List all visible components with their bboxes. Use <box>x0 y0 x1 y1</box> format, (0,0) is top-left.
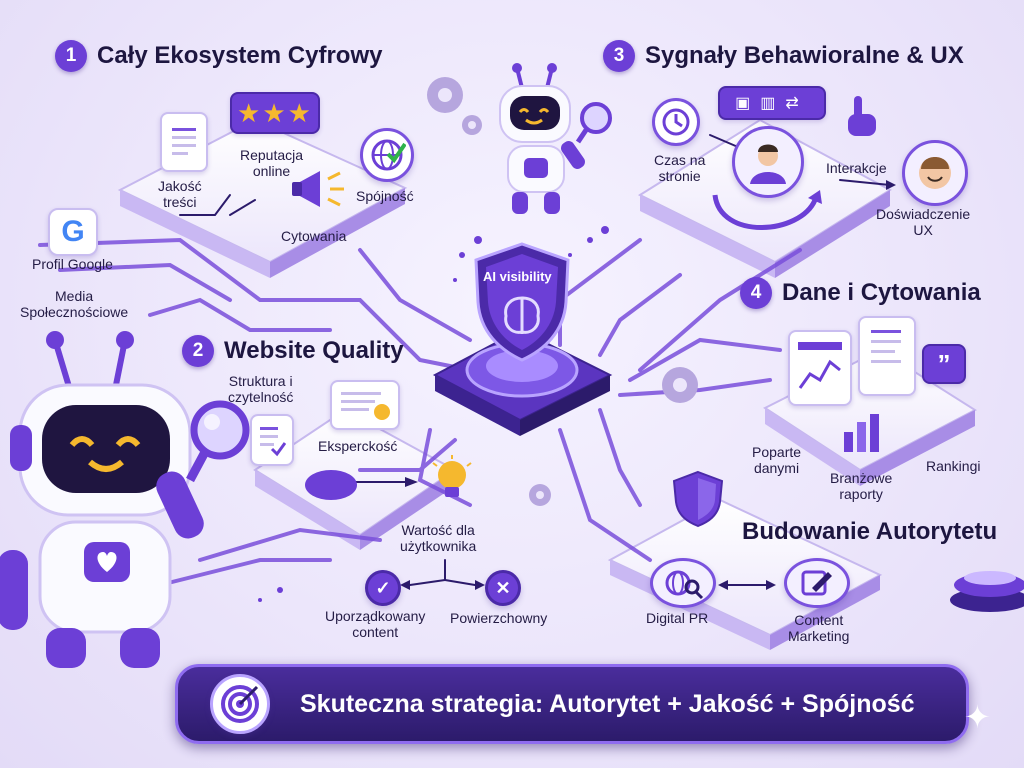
section-title-text: Budowanie Autorytetu <box>742 518 998 545</box>
hub-label: AI visibility <box>483 269 552 284</box>
section-authority-title: Budowanie Autorytetu <box>742 518 997 546</box>
ux-experience-label: Doświadczenie UX <box>876 206 971 239</box>
organized-content-label: Uporządkowany content <box>325 608 426 641</box>
section-title-text: Website Quality <box>224 337 404 364</box>
section-number-badge: 1 <box>55 40 87 72</box>
section-title-text: Cały Ekosystem Cyfrowy <box>97 42 383 69</box>
superficial-label: Powierzchowny <box>450 610 548 626</box>
robot-mascot-small <box>472 60 622 235</box>
line-chart-icon <box>788 330 852 406</box>
gear-icon <box>427 77 698 506</box>
expertise-label: Eksperckość <box>318 438 398 454</box>
pointer-hand-icon <box>842 92 882 147</box>
globe-check-icon <box>360 128 414 182</box>
checklist-icon <box>250 414 294 466</box>
section-number-badge: 4 <box>740 277 772 309</box>
megaphone-icon <box>290 165 350 218</box>
edit-icon <box>784 558 850 608</box>
toolbar-icons: ▣▥⇄ <box>718 86 826 120</box>
digital-pr-label: Digital PR <box>646 610 709 626</box>
content-quality-label: Jakość treści <box>158 178 202 211</box>
interaction-label: Interakcje <box>826 160 887 176</box>
brain-icon <box>504 296 540 334</box>
lightbulb-icon <box>430 455 474 512</box>
content-marketing-label: Content Marketing <box>788 612 850 645</box>
check-icon: ✓ <box>365 570 401 606</box>
quote-icon: ” <box>922 344 966 384</box>
social-media-label: Media Społecznościowe <box>20 288 129 321</box>
certificate-icon <box>330 380 400 430</box>
reputation-label: Reputacja online <box>240 147 304 180</box>
star-rating-icon: ★★★ <box>230 92 320 134</box>
consistency-label: Spójność <box>356 188 414 204</box>
section-behavior-title: 3 Sygnały Behawioralne & UX <box>603 40 964 72</box>
google-profile-label: Profil Google <box>32 256 113 272</box>
ai-visibility-shield <box>470 240 574 369</box>
banner-text: Skuteczna strategia: Autorytet + Jakość … <box>300 689 915 718</box>
section-title-text: Dane i Cytowania <box>782 279 981 306</box>
data-backed-label: Poparte danymi <box>752 444 802 477</box>
cross-icon: ✕ <box>485 570 521 606</box>
shield-icon <box>672 470 724 533</box>
robot-mascot-large <box>0 330 270 685</box>
section-number-badge: 2 <box>182 335 214 367</box>
section-ecosystem-title: 1 Cały Ekosystem Cyfrowy <box>55 40 382 72</box>
time-on-page-label: Czas na stronie <box>654 152 706 185</box>
user-avatar-icon <box>732 126 804 198</box>
target-icon <box>210 674 270 734</box>
citations-label: Cytowania <box>281 228 347 244</box>
section-number-badge: 3 <box>603 40 635 72</box>
rankings-label: Rankingi <box>926 458 981 474</box>
user-value-label: Wartość dla użytkownika <box>400 522 477 555</box>
google-icon: G <box>48 208 98 256</box>
sparkle-icon: ✦ <box>964 699 991 735</box>
strategy-banner: Skuteczna strategia: Autorytet + Jakość … <box>175 664 969 744</box>
globe-search-icon <box>650 558 716 608</box>
structure-label: Struktura i czytelność <box>228 373 294 406</box>
section-title-text: Sygnały Behawioralne & UX <box>645 42 964 69</box>
bar-chart-icon <box>840 410 890 459</box>
node-ellipse <box>305 470 357 500</box>
loop-arrow-icon <box>712 194 818 230</box>
smiling-user-icon <box>902 140 968 206</box>
clock-icon <box>652 98 700 146</box>
section-data-title: 4 Dane i Cytowania <box>740 277 981 309</box>
industry-reports-label: Branżowe raporty <box>830 470 893 503</box>
document-icon <box>160 112 208 172</box>
report-pages-icon <box>858 316 916 396</box>
section-website-title: 2 Website Quality <box>182 335 404 367</box>
